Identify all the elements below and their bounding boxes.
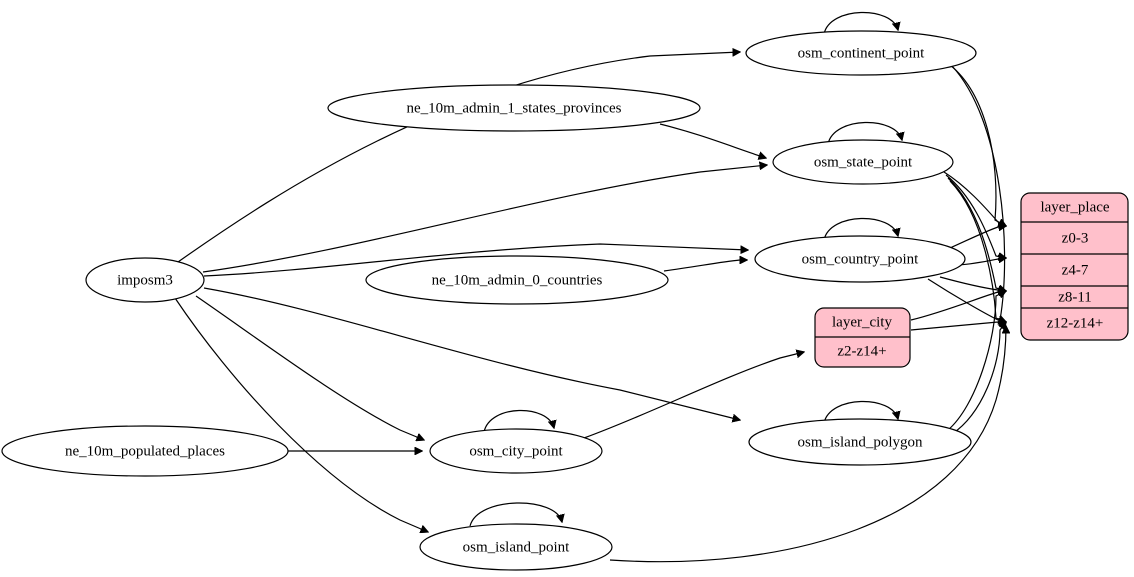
node-ne-10m-populated-places[interactable]: ne_10m_populated_places — [1, 425, 289, 477]
node-imposm3[interactable]: imposm3 — [85, 257, 205, 303]
node-osm-country-point[interactable]: osm_country_point — [754, 235, 966, 283]
edge-imposm3-osm-island-polygon — [203, 287, 740, 420]
edge-layer-city-layer-place-z8 — [910, 291, 1006, 321]
edge-osm-island-polygon-layer-place-z8 — [947, 291, 1006, 431]
edge-osm-continent-point-layer-place-z12 — [951, 65, 1006, 322]
node-osm-continent-point[interactable]: osm_continent_point — [745, 30, 977, 76]
node-osm-state-point[interactable]: osm_state_point — [772, 139, 954, 185]
node-osm-state-point-shape[interactable] — [772, 139, 954, 185]
node-ne-10m-admin-0-countries-shape[interactable] — [365, 255, 669, 305]
edge-osm-state-point-layer-place-z0 — [943, 171, 1006, 226]
record-node-layer-city[interactable]: layer_city z2-z14+ — [814, 307, 911, 368]
edge-self-loop-osm-country-point — [823, 217, 898, 241]
node-ne-10m-admin-1-states-provinces[interactable]: ne_10m_admin_1_states_provinces — [327, 84, 701, 132]
edge-imposm3-osm-state-point — [202, 165, 767, 273]
node-osm-city-point[interactable]: osm_city_point — [429, 428, 603, 474]
node-imposm3-shape[interactable] — [85, 257, 205, 303]
node-ne-10m-admin-1-states-provinces-shape[interactable] — [327, 84, 701, 132]
edge-ne-countries-osm-country-point — [663, 260, 747, 272]
record-node-layer-place-box[interactable] — [1020, 192, 1129, 341]
node-osm-island-point-shape[interactable] — [419, 523, 613, 571]
edge-osm-country-point-layer-place-z0 — [949, 226, 1006, 249]
edge-imposm3-osm-country-point — [203, 243, 748, 277]
edge-osm-continent-point-layer-place-z0 — [945, 61, 1006, 226]
edge-self-loop-osm-continent-point — [823, 11, 898, 35]
edge-osm-country-point-layer-place-z12 — [927, 278, 1006, 322]
edge-imposm3-osm-island-point — [174, 297, 428, 532]
node-osm-island-polygon-shape[interactable] — [748, 418, 972, 466]
node-ne-10m-admin-0-countries[interactable]: ne_10m_admin_0_countries — [365, 255, 669, 305]
node-osm-continent-point-shape[interactable] — [745, 30, 977, 76]
edge-self-loop-osm-city-point — [483, 409, 554, 433]
node-osm-island-point[interactable]: osm_island_point — [419, 523, 613, 571]
edge-osm-country-point-layer-place-z8 — [939, 276, 1006, 291]
edge-ne-states-osm-state-point — [659, 123, 766, 158]
record-node-layer-place[interactable]: layer_place z0-3 z4-7 z8-11 z12-z14+ — [1020, 192, 1129, 341]
edge-layer — [174, 11, 1006, 563]
edge-imposm3-osm-continent-point — [177, 52, 740, 263]
node-osm-city-point-shape[interactable] — [429, 428, 603, 474]
edge-self-loop-osm-island-polygon — [823, 400, 898, 424]
edge-osm-island-point-layer-place-z12 — [609, 326, 1006, 563]
edge-osm-city-point-layer-city-z2 — [583, 352, 804, 439]
edge-self-loop-osm-island-point — [469, 502, 562, 527]
edge-osm-country-point-layer-place-z4 — [957, 258, 1006, 266]
edge-osm-island-polygon-layer-place-z12 — [951, 322, 1006, 435]
edge-self-loop-osm-state-point — [827, 121, 902, 145]
edge-imposm3-osm-city-point — [195, 295, 424, 440]
edge-layer-city-layer-place-z12 — [910, 322, 1006, 331]
node-osm-country-point-shape[interactable] — [754, 235, 966, 283]
node-osm-island-polygon[interactable]: osm_island_polygon — [748, 418, 972, 466]
edge-osm-state-point-layer-place-z4 — [945, 174, 1006, 258]
edge-osm-state-point-layer-place-z8 — [947, 177, 1006, 291]
node-ne-10m-populated-places-shape[interactable] — [1, 425, 289, 477]
node-layer: imposm3 ne_10m_populated_places ne_10m_a… — [1, 30, 977, 571]
